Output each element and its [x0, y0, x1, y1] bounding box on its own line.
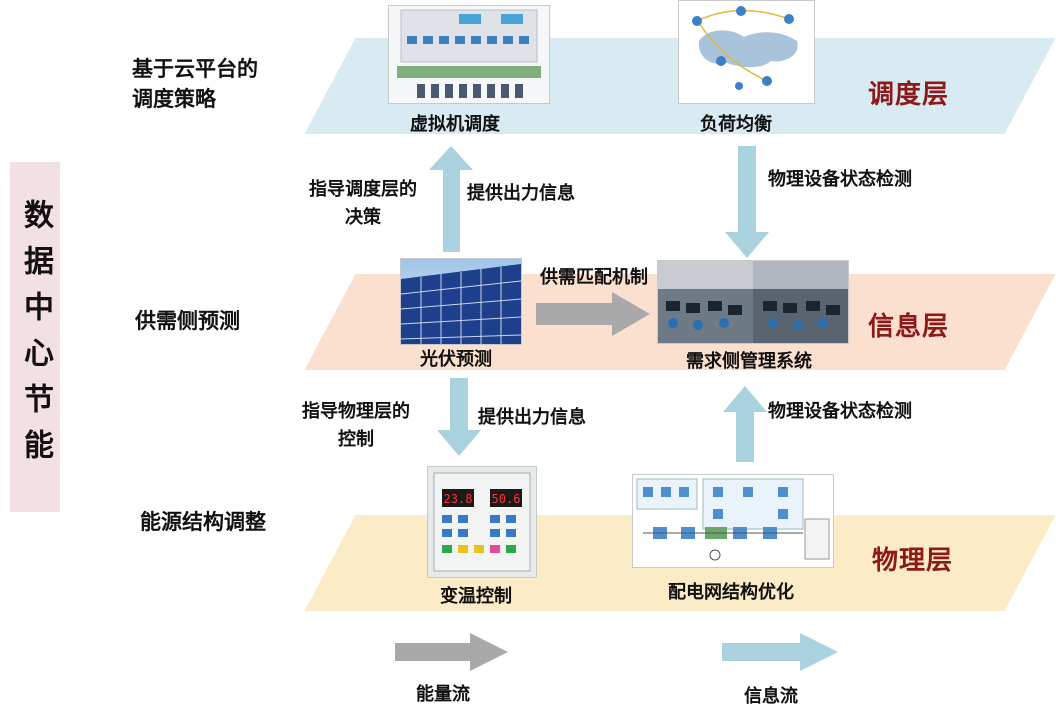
demand-management-image — [657, 260, 849, 344]
controller-right-readout: 50.6 — [492, 492, 521, 506]
provide-output-upper-label: 提供出力信息 — [467, 183, 575, 204]
information-layer-name: 信息层 — [868, 312, 950, 342]
vm-scheduling-caption: 虚拟机调度 — [410, 114, 500, 135]
scheduling-layer-name: 调度层 — [868, 80, 950, 110]
load-balancing-image — [678, 0, 815, 104]
grid-structure-image — [632, 474, 834, 568]
legend-energy-flow-label: 能量流 — [416, 684, 470, 705]
guide-physical-label: 指导物理层的控制 — [302, 401, 410, 450]
pv-panel-image — [400, 258, 522, 345]
legend-energy-flow-arrow — [395, 633, 508, 671]
main-title-box: 数据中心节能 — [10, 162, 60, 512]
legend-info-flow-label: 信息流 — [744, 686, 798, 707]
scheduling-strategy-label: 基于云平台的调度策略 — [132, 56, 258, 111]
energy-structure-label: 能源结构调整 — [140, 509, 266, 534]
main-title: 数据中心节能 — [18, 199, 53, 475]
demand-management-caption: 需求侧管理系统 — [686, 351, 812, 372]
arrow-down-device-monitor-upper — [725, 146, 769, 258]
supply-demand-matching-label: 供需匹配机制 — [540, 267, 648, 288]
vm-scheduling-image — [388, 5, 550, 104]
device-monitor-upper-label: 物理设备状态检测 — [768, 169, 912, 190]
physical-layer-name: 物理层 — [872, 546, 954, 576]
provide-output-lower-label: 提供出力信息 — [478, 407, 586, 428]
temperature-control-caption: 变温控制 — [440, 586, 512, 607]
guide-scheduling-label: 指导调度层的决策 — [309, 179, 417, 228]
load-balancing-caption: 负荷均衡 — [700, 114, 772, 135]
arrow-down-provide-output-lower — [437, 378, 481, 456]
temperature-controller-image: 23.8 50.6 — [427, 466, 537, 578]
arrow-right-supply-demand — [536, 292, 650, 336]
arrow-up-device-monitor-lower — [723, 386, 767, 462]
pv-prediction-caption: 光伏预测 — [420, 349, 492, 370]
grid-optimization-caption: 配电网结构优化 — [668, 582, 794, 603]
arrow-up-provide-output-upper — [429, 146, 473, 252]
device-monitor-lower-label: 物理设备状态检测 — [768, 401, 912, 422]
legend-info-flow-arrow — [722, 633, 838, 671]
controller-left-readout: 23.8 — [444, 492, 473, 506]
supply-demand-prediction-label: 供需侧预测 — [135, 308, 240, 333]
